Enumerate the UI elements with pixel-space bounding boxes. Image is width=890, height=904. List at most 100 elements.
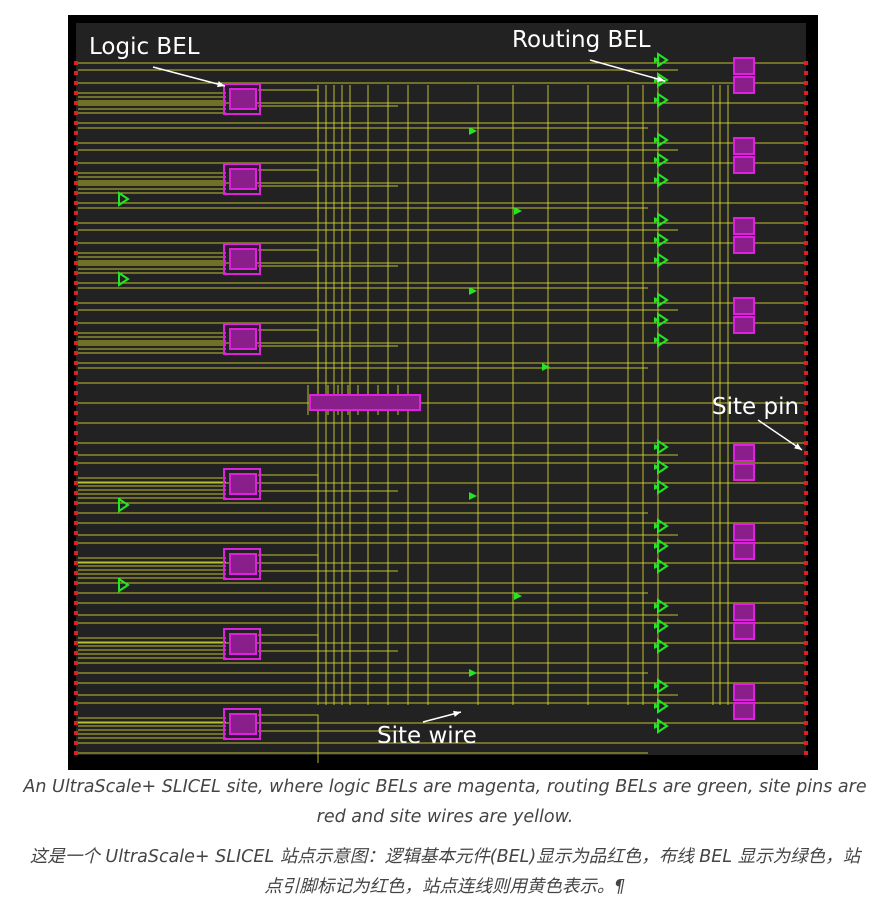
routing-bel-icon [469,492,477,500]
site-pin [804,571,808,575]
site-pin [74,451,78,455]
logic-bel [733,236,755,254]
caption-english: An UltraScale+ SLICEL site, where logic … [23,777,867,827]
site-pin [74,291,78,295]
site-pin [74,201,78,205]
logic-bel [229,553,257,575]
routing-bel-icon [654,237,660,243]
site-pin [804,491,808,495]
site-pin [804,211,808,215]
site-pin [74,361,78,365]
site-pin [74,341,78,345]
routing-bel-icon [654,217,660,223]
site-pin [804,381,808,385]
site-pin [74,101,78,105]
site-pin [74,61,78,65]
site-pin [74,391,78,395]
site-pin [74,481,78,485]
site-pin [74,321,78,325]
site-pin [74,221,78,225]
site-pin [74,611,78,615]
logic-bel [733,156,755,174]
logic-bel [733,137,755,155]
site-pin [74,271,78,275]
site-pin [74,561,78,565]
site-pin [74,541,78,545]
site-pin [74,141,78,145]
site-pin [804,551,808,555]
routing-bel-icon [654,137,660,143]
site-pin [804,181,808,185]
logic-bel [229,248,257,270]
routing-bel-icon [654,523,660,529]
site-pin [804,351,808,355]
site-pin [74,381,78,385]
routing-bel-icon [514,207,522,215]
routing-bel-icon [654,57,660,63]
logic-bel [229,473,257,495]
site-pin [74,601,78,605]
site-pin [804,261,808,265]
site-pin [804,311,808,315]
routing-bel-icon [514,592,522,600]
site-pin [74,721,78,725]
site-pin [804,391,808,395]
logic-bel [733,622,755,640]
site-pin-arrow [757,419,803,451]
site-pin [804,81,808,85]
site-pin [74,651,78,655]
site-pin [74,421,78,425]
site-pin [804,691,808,695]
routing-bel-icon [654,703,660,709]
site-pin [74,691,78,695]
logic-bel [733,217,755,235]
routing-bel-icon [654,563,660,569]
site-pin [804,611,808,615]
site-pin [74,231,78,235]
logic-bel [229,633,257,655]
routing-bel-icon [118,577,130,593]
routing-bel-icon [654,603,660,609]
site-pin [804,91,808,95]
site-pin [74,331,78,335]
site-pin [74,151,78,155]
site-pin [804,171,808,175]
routing-bel-icon [654,464,660,470]
routing-bel-icon [654,177,660,183]
site-pin [74,731,78,735]
site-pin [74,171,78,175]
site-pin [74,251,78,255]
routing-bel-icon [118,191,130,207]
site-pin [804,71,808,75]
site-pin [804,661,808,665]
site-pins [74,61,808,755]
logic-bel-arrow [152,66,226,87]
site-pin [804,511,808,515]
site-pin [804,321,808,325]
logic-bel-label: Logic BEL [89,34,200,60]
site-pin [74,301,78,305]
site-pin [804,721,808,725]
site-pin [804,681,808,685]
logic-bel [733,603,755,621]
site-pin [74,641,78,645]
routing-bel-icon [654,297,660,303]
site-pin [804,461,808,465]
logic-bel [733,542,755,560]
logic-bel [733,316,755,334]
site-pin [74,581,78,585]
site-pin [804,121,808,125]
site-pin [74,501,78,505]
site-pin [804,291,808,295]
site-pin [74,431,78,435]
routing-bel-icon [118,497,130,513]
routing-bel-icon [469,287,477,295]
site-pin [74,281,78,285]
site-pin [804,251,808,255]
site-pin [804,601,808,605]
site-pin [804,481,808,485]
site-pin [74,371,78,375]
site-pin [804,701,808,705]
logic-bel-arrow-head [217,81,225,88]
site-pin [74,181,78,185]
